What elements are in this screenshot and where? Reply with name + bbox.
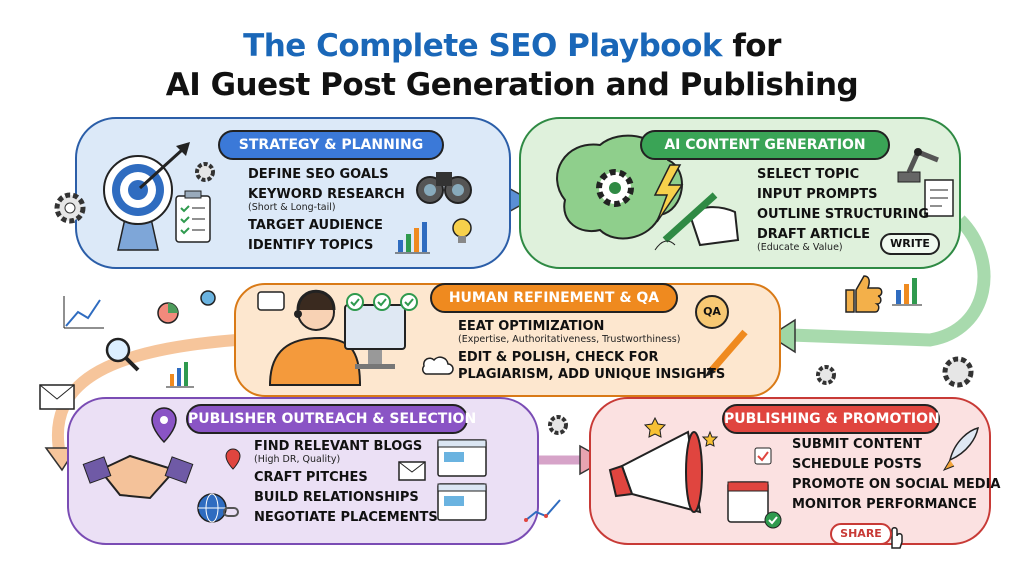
stage-pill-outreach: PUBLISHER OUTREACH & SELECTION xyxy=(186,404,476,434)
title-accent: The Complete SEO Playbook xyxy=(243,28,723,64)
megaphone-icon xyxy=(608,430,703,514)
magnifier-icon xyxy=(105,337,140,372)
document-icon xyxy=(924,179,954,217)
list-item: BUILD RELATIONSHIPS xyxy=(254,490,419,505)
flow-arrow-ai-to-human xyxy=(789,215,991,347)
qa-badge-label: QA xyxy=(703,305,721,318)
rocket-icon xyxy=(942,426,979,472)
cursor-hand-icon xyxy=(891,527,903,549)
handshake-icon xyxy=(82,454,194,500)
location-pin-icon xyxy=(151,407,177,444)
list-item: IDENTIFY TOPICS xyxy=(248,238,374,253)
globe-icon xyxy=(197,493,227,523)
envelope-icon xyxy=(39,384,75,410)
publishing-list: SUBMIT CONTENT SCHEDULE POSTS PROMOTE ON… xyxy=(792,436,1000,513)
list-item: DRAFT ARTICLE xyxy=(757,227,871,242)
list-item: KEYWORD RESEARCH xyxy=(248,187,405,202)
person-headset-icon xyxy=(268,289,362,386)
flow-arrow-human-to-outreach xyxy=(51,332,271,457)
qa-badge-icon xyxy=(695,295,729,329)
gear-icon xyxy=(942,356,974,388)
list-item: SELECT TOPIC xyxy=(757,167,860,182)
list-item: EEAT OPTIMIZATION xyxy=(458,319,605,334)
title-rest: for xyxy=(722,28,781,64)
outreach-band xyxy=(67,397,539,545)
robot-arm-icon xyxy=(897,148,939,183)
list-item: SCHEDULE POSTS xyxy=(792,457,922,472)
page-title-line2: AI Guest Post Generation and Publishing xyxy=(165,67,859,103)
list-item: FIND RELEVANT BLOGS xyxy=(254,439,423,454)
checkmark-icon xyxy=(400,293,418,311)
stage-pill-strategy: STRATEGY & PLANNING xyxy=(218,130,444,160)
checklist-icon xyxy=(175,190,211,243)
pie-chart-icon xyxy=(200,290,216,306)
list-note: (Expertise, Authoritativeness, Trustwort… xyxy=(458,334,681,345)
list-item: PLAGIARISM, ADD UNIQUE INSIGHTS xyxy=(458,367,726,382)
page-title-line1: The Complete SEO Playbook for xyxy=(0,27,1024,65)
checkmark-icon xyxy=(373,293,391,311)
outreach-list: FIND RELEVANT BLOGS (High DR, Quality) C… xyxy=(254,438,438,526)
envelope-icon xyxy=(398,461,426,481)
pie-chart-icon xyxy=(157,302,179,324)
brain-icon xyxy=(556,134,683,240)
target-icon xyxy=(103,142,190,251)
gear-icon xyxy=(54,192,86,224)
lightbulb-icon xyxy=(452,218,472,243)
list-note: (High DR, Quality) xyxy=(254,454,341,465)
list-item: DEFINE SEO GOALS xyxy=(248,167,389,182)
list-item: INPUT PROMPTS xyxy=(757,187,878,202)
stage-pill-human: HUMAN REFINEMENT & QA xyxy=(430,283,678,313)
line-chart-icon xyxy=(63,296,104,329)
share-button[interactable]: SHARE xyxy=(830,523,892,545)
checkmark-icon xyxy=(346,293,364,311)
list-item: TARGET AUDIENCE xyxy=(248,218,383,233)
cloud-icon xyxy=(422,356,454,375)
list-item: NEGOTIATE PLACEMENTS xyxy=(254,510,438,525)
line-chart-icon xyxy=(524,499,561,522)
list-item: CRAFT PITCHES xyxy=(254,470,368,485)
browser-window-icon xyxy=(437,483,487,521)
checkbox-icon xyxy=(754,447,772,465)
list-item: EDIT & POLISH, CHECK FOR xyxy=(458,350,659,365)
pen-icon xyxy=(705,329,748,377)
ai-list: SELECT TOPIC INPUT PROMPTS OUTLINE STRUC… xyxy=(757,166,929,257)
checkmark-icon xyxy=(764,511,782,529)
gear-icon xyxy=(195,162,215,182)
location-pin-icon xyxy=(225,448,241,470)
star-icon xyxy=(643,416,667,438)
list-note: (Educate & Value) xyxy=(757,242,843,253)
list-item: OUTLINE STRUCTURING xyxy=(757,207,930,222)
calendar-icon xyxy=(727,481,769,523)
human-list: EEAT OPTIMIZATION (Expertise, Authoritat… xyxy=(458,318,725,383)
computer-icon xyxy=(344,304,406,369)
thumbs-up-icon xyxy=(845,275,883,313)
lightning-icon xyxy=(653,164,684,223)
bar-chart-icon xyxy=(166,362,194,388)
binoculars-icon xyxy=(416,172,472,204)
bar-chart-icon xyxy=(395,222,430,254)
pen-hand-icon xyxy=(654,192,740,251)
browser-window-icon xyxy=(437,439,487,477)
star-icon xyxy=(701,430,719,447)
write-chip: WRITE xyxy=(880,233,940,255)
flow-arrow-ai-to-human-head xyxy=(768,318,796,354)
chat-bubble-icon xyxy=(257,291,285,311)
stage-pill-publishing: PUBLISHING & PROMOTION xyxy=(722,404,940,434)
list-note: (Short & Long-tail) xyxy=(248,202,336,213)
list-item: SUBMIT CONTENT xyxy=(792,437,922,452)
strategy-list: DEFINE SEO GOALS KEYWORD RESEARCH (Short… xyxy=(248,166,405,254)
list-item: PROMOTE ON SOCIAL MEDIA xyxy=(792,477,1001,492)
stage-pill-ai: AI CONTENT GENERATION xyxy=(640,130,890,160)
gear-icon xyxy=(548,415,568,435)
list-item: MONITOR PERFORMANCE xyxy=(792,497,977,512)
gear-icon xyxy=(816,365,836,385)
link-icon xyxy=(223,507,239,517)
bar-chart-icon xyxy=(892,278,922,306)
